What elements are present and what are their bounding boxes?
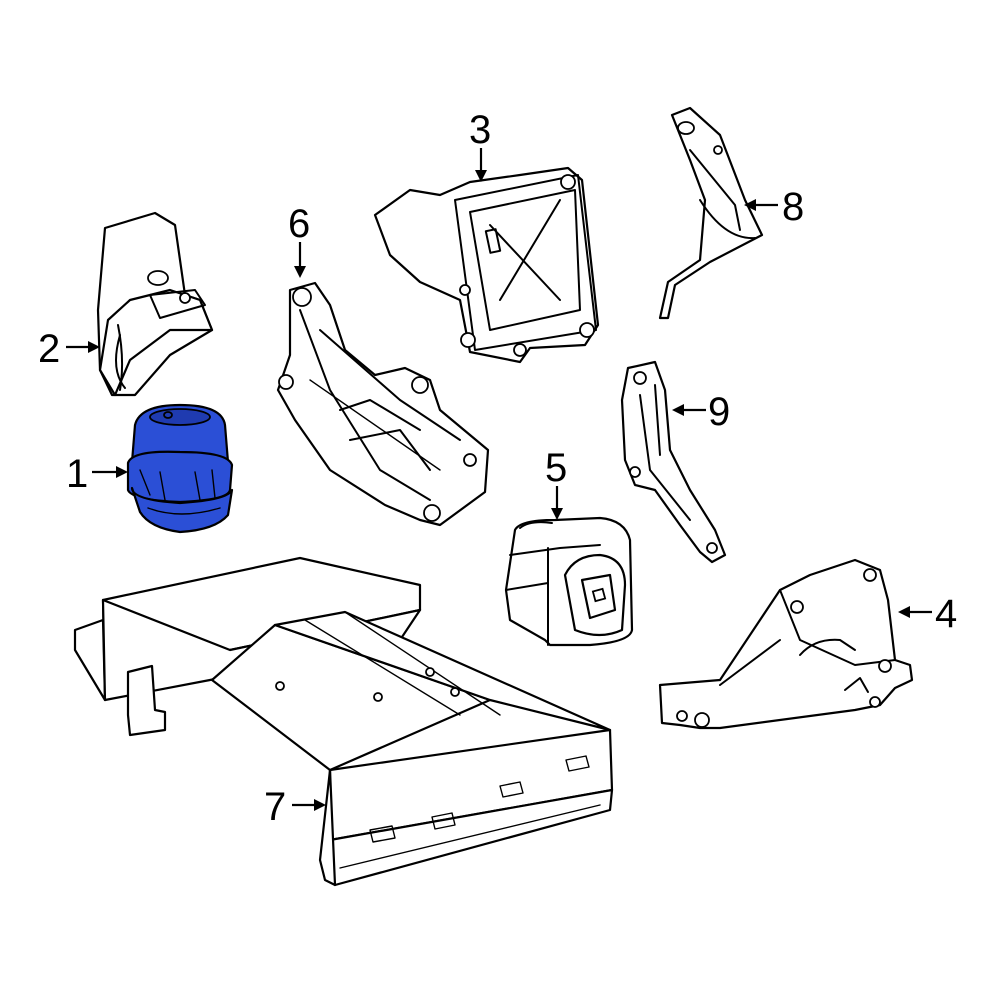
callout-2: 2 bbox=[38, 327, 60, 371]
callout-labels: 1 2 3 4 5 6 7 8 9 bbox=[38, 108, 957, 829]
callout-9: 9 bbox=[708, 390, 730, 434]
part-5-transmission-mount[interactable] bbox=[504, 516, 634, 647]
callout-7: 7 bbox=[264, 785, 286, 829]
part-6-bracket[interactable] bbox=[276, 281, 490, 527]
callout-1: 1 bbox=[66, 452, 88, 496]
part-3-bracket[interactable] bbox=[373, 166, 600, 364]
callout-4: 4 bbox=[935, 592, 957, 636]
part-4-bracket[interactable] bbox=[658, 558, 914, 730]
part-9-bracket[interactable] bbox=[620, 360, 727, 564]
callout-5: 5 bbox=[545, 446, 567, 490]
callout-6: 6 bbox=[288, 202, 310, 246]
part-7-crossmember[interactable] bbox=[73, 556, 614, 887]
callout-arrows bbox=[66, 148, 932, 811]
part-8-bracket[interactable] bbox=[658, 106, 764, 320]
callout-3: 3 bbox=[469, 108, 491, 152]
callout-8: 8 bbox=[782, 185, 804, 229]
part-2-bracket[interactable] bbox=[96, 211, 214, 397]
part-1-engine-mount[interactable] bbox=[126, 403, 234, 534]
